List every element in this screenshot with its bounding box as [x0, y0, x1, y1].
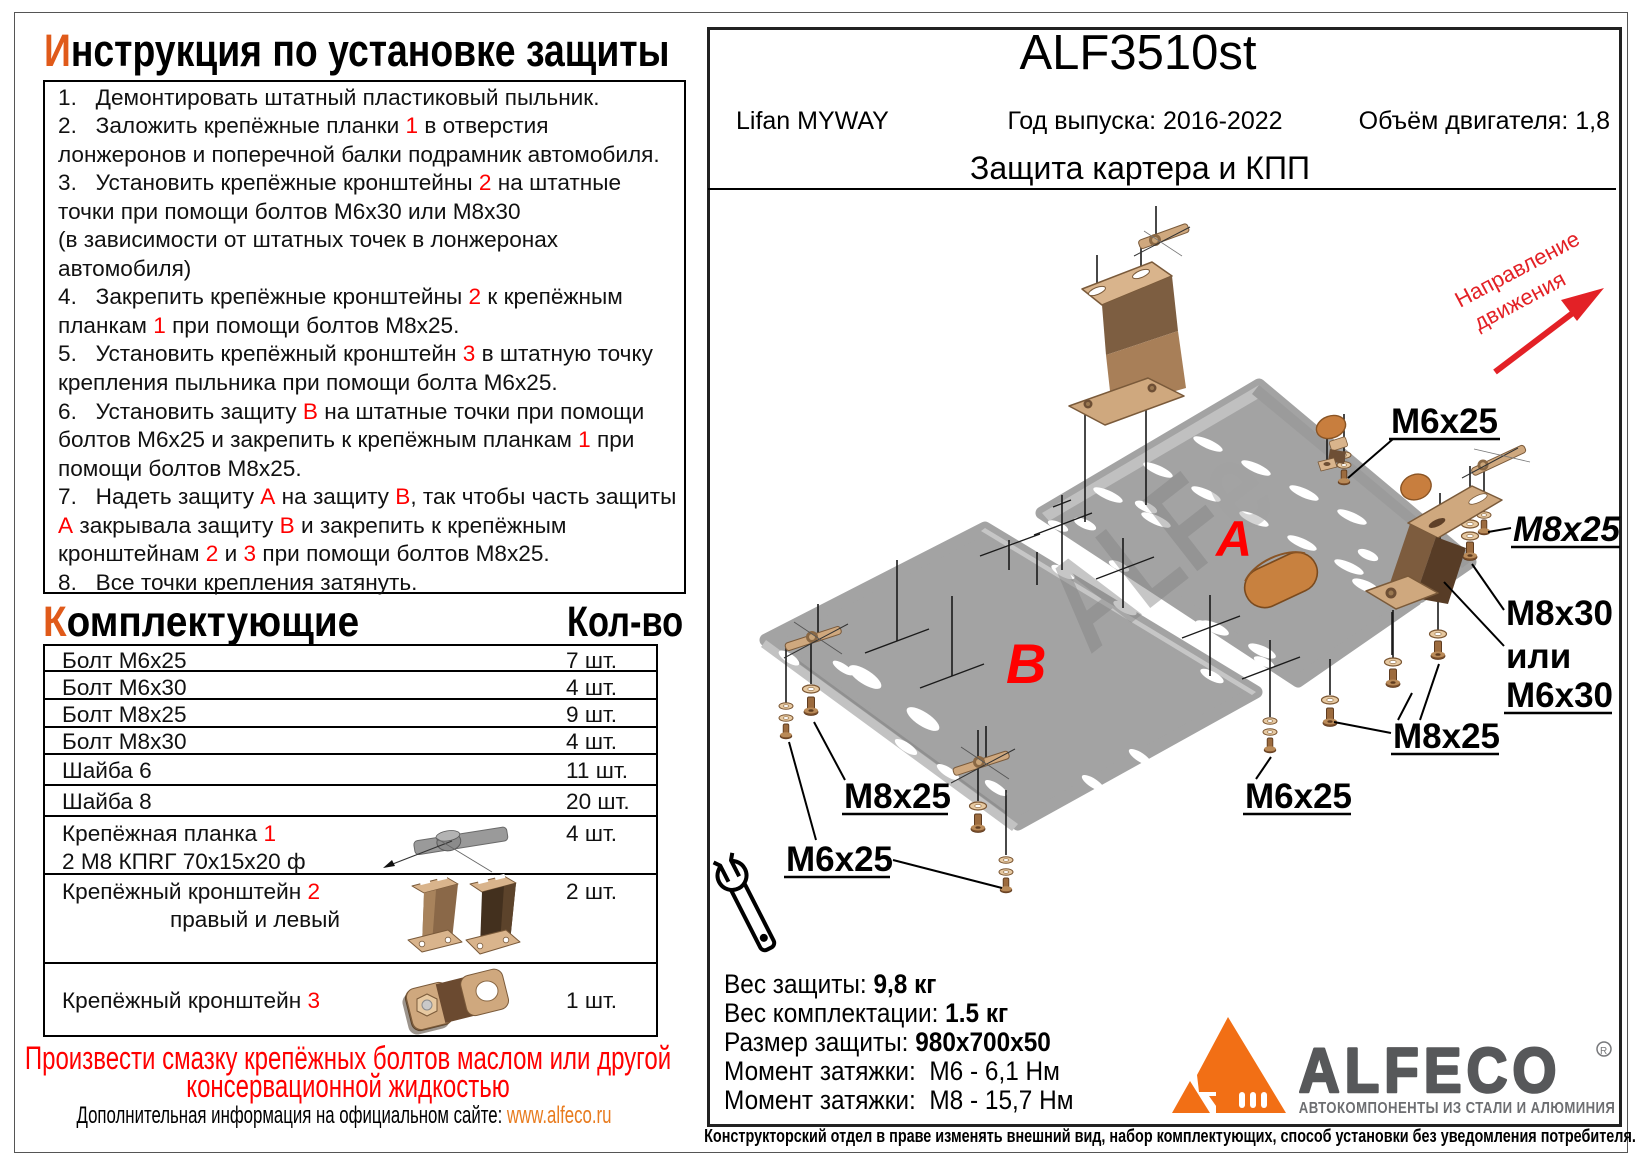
svg-text:М8х25: М8х25	[844, 777, 951, 816]
svg-text:М8х25: М8х25	[1393, 717, 1500, 756]
svg-text:ALFECO: ALFECO	[1299, 1035, 1562, 1105]
svg-text:М8х30: М8х30	[1506, 594, 1613, 633]
svg-text:A: A	[1214, 511, 1252, 567]
svg-text:или: или	[1506, 637, 1571, 676]
svg-text:М6х25: М6х25	[1391, 402, 1498, 441]
svg-text:М6х25: М6х25	[1245, 777, 1352, 816]
svg-text:R: R	[1600, 1046, 1607, 1057]
svg-text:М8х25: М8х25	[1513, 510, 1621, 549]
svg-text:М6х25: М6х25	[786, 840, 893, 879]
svg-text:B: B	[1006, 632, 1046, 695]
svg-text:АВТОКОМПОНЕНТЫ ИЗ СТАЛИ И АЛЮМ: АВТОКОМПОНЕНТЫ ИЗ СТАЛИ И АЛЮМИНИЯ	[1299, 1100, 1616, 1117]
svg-text:М6х30: М6х30	[1506, 676, 1613, 715]
